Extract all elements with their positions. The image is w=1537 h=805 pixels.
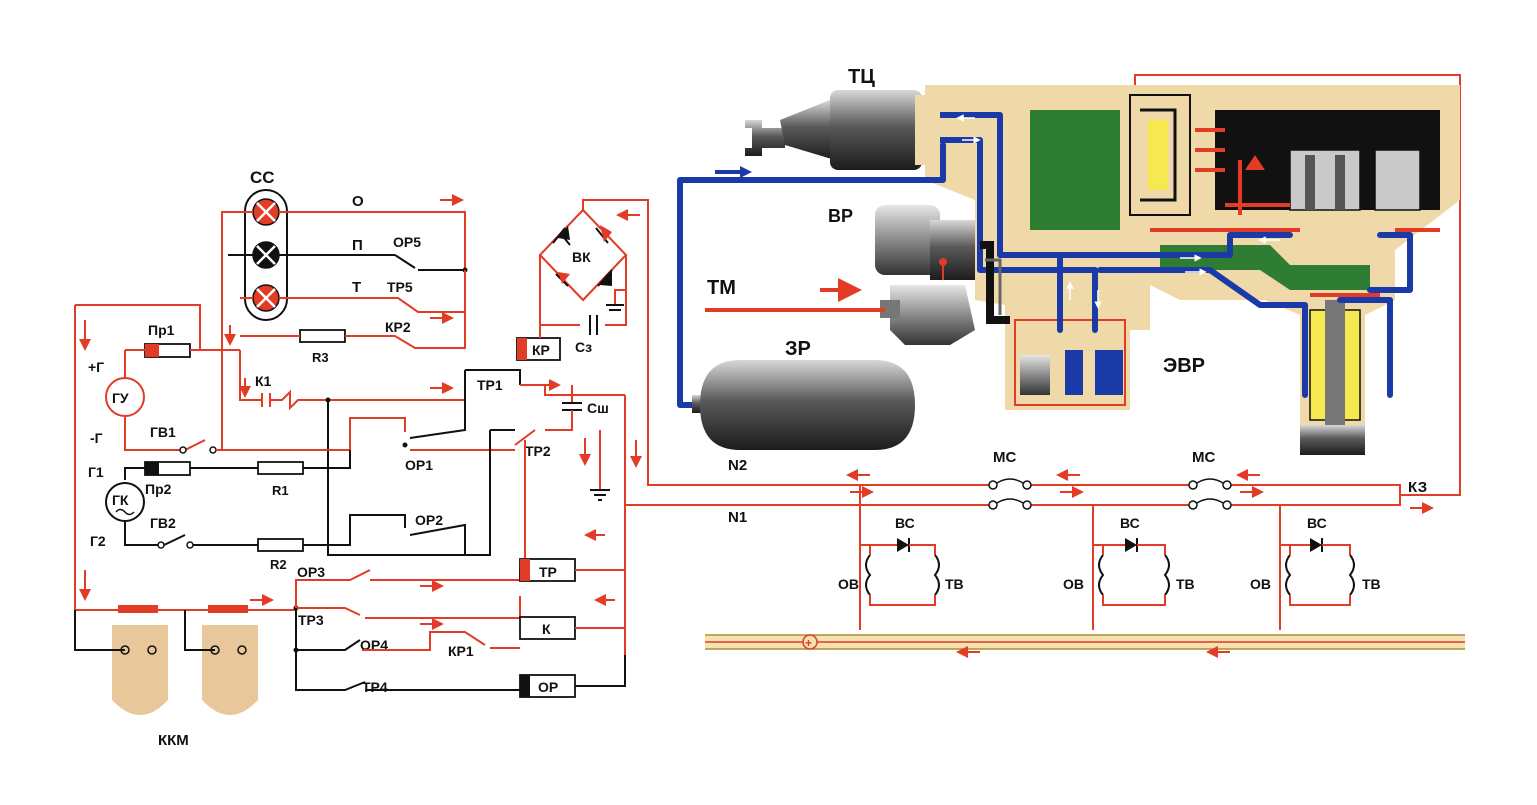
pr2-label: Пр2 — [145, 481, 172, 497]
minus-g-label: -Г — [90, 430, 103, 446]
tr1-label: ТР1 — [477, 377, 503, 393]
pr1-label: Пр1 — [148, 322, 175, 338]
kkm-plug-left — [112, 605, 168, 715]
op1-label: ОР1 — [405, 457, 433, 473]
gv1-label: ГВ1 — [150, 424, 176, 440]
resistor-r3 — [299, 329, 346, 343]
wagon-unit-2 — [1092, 505, 1170, 630]
lamp-t-icon — [252, 284, 280, 312]
or-relay-label: ОР — [538, 679, 558, 695]
lamp-o-label: О — [352, 193, 364, 210]
tc-label: ТЦ — [848, 66, 875, 88]
op5-label: ОР5 — [393, 234, 421, 250]
kkm-plug-right — [202, 605, 258, 715]
wagon-unit-3 — [1279, 505, 1355, 630]
resistor-r2 — [257, 538, 304, 552]
gv2-label: ГВ2 — [150, 515, 176, 531]
ms2-label: МС — [1192, 449, 1215, 466]
k1-label: К1 — [255, 373, 272, 389]
fuse-pr2 — [144, 461, 191, 476]
rectifier-bridge-vk — [538, 208, 628, 302]
ms1-label: МС — [993, 449, 1016, 466]
g1-label: Г1 — [88, 464, 104, 480]
tr3-label: ТР3 — [298, 612, 324, 628]
op2-label: ОР2 — [415, 512, 443, 528]
connector-ms-2 — [1188, 478, 1232, 510]
fuse-pr1 — [144, 343, 191, 358]
rail-plus-label: + — [805, 636, 812, 650]
air-distributor-vr — [875, 205, 975, 345]
lamp-t-label: Т — [352, 279, 361, 296]
tv2-label: ТВ — [1176, 576, 1195, 592]
csh-label: Сш — [587, 400, 609, 416]
evr-body — [925, 85, 1460, 455]
zr-label: ЗР — [785, 338, 811, 360]
gu-label: ГУ — [112, 390, 129, 406]
kr2-label: КР2 — [385, 319, 411, 335]
relay-kr — [516, 337, 561, 361]
plus-g-label: +Г — [88, 359, 104, 375]
n2-label: N2 — [728, 457, 747, 474]
evr-label: ЭВР — [1163, 355, 1205, 377]
vr-label: ВР — [828, 206, 853, 226]
r2-label: R2 — [270, 557, 287, 572]
n1-label: N1 — [728, 509, 747, 526]
tv1-label: ТВ — [945, 576, 964, 592]
r3-label: R3 — [312, 350, 329, 365]
k-relay-label: К — [542, 621, 551, 637]
tr2-label: ТР2 — [525, 443, 551, 459]
op3-label: ОР3 — [297, 564, 325, 580]
r1-label: R1 — [272, 483, 289, 498]
signal-title: СС — [250, 168, 275, 187]
connector-ms-1 — [988, 478, 1032, 510]
kz-label: КЗ — [1408, 479, 1427, 496]
resistor-r1 — [257, 461, 304, 475]
lamp-p-label: П — [352, 237, 363, 254]
tr-relay-label: ТР — [539, 564, 557, 580]
brake-cylinder-tc — [745, 90, 940, 170]
tm-label: ТМ — [707, 277, 736, 299]
kkm-label: ККМ — [158, 732, 189, 749]
kr-label: КР — [532, 342, 550, 358]
kr1-label: КР1 — [448, 643, 474, 659]
ov3-label: ОВ — [1250, 576, 1271, 592]
ov2-label: ОВ — [1063, 576, 1084, 592]
tr5-label: ТР5 — [387, 279, 413, 295]
wagon-unit-1 — [859, 485, 940, 630]
vs3-label: ВС — [1307, 515, 1327, 531]
cz-label: Сз — [575, 339, 592, 355]
reservoir-zr — [692, 360, 915, 450]
tr4-label: ТР4 — [362, 679, 388, 695]
g2-label: Г2 — [90, 533, 106, 549]
gk-label: ГК — [112, 492, 129, 508]
tv3-label: ТВ — [1362, 576, 1381, 592]
vs1-label: ВС — [895, 515, 915, 531]
lamp-o-icon — [252, 198, 280, 226]
capacitor-csh — [545, 385, 582, 431]
lamp-p-icon — [252, 241, 280, 269]
vs2-label: ВС — [1120, 515, 1140, 531]
relay-tr — [519, 558, 576, 582]
rail — [705, 634, 1465, 650]
vk-label: ВК — [572, 249, 591, 265]
ov1-label: ОВ — [838, 576, 859, 592]
